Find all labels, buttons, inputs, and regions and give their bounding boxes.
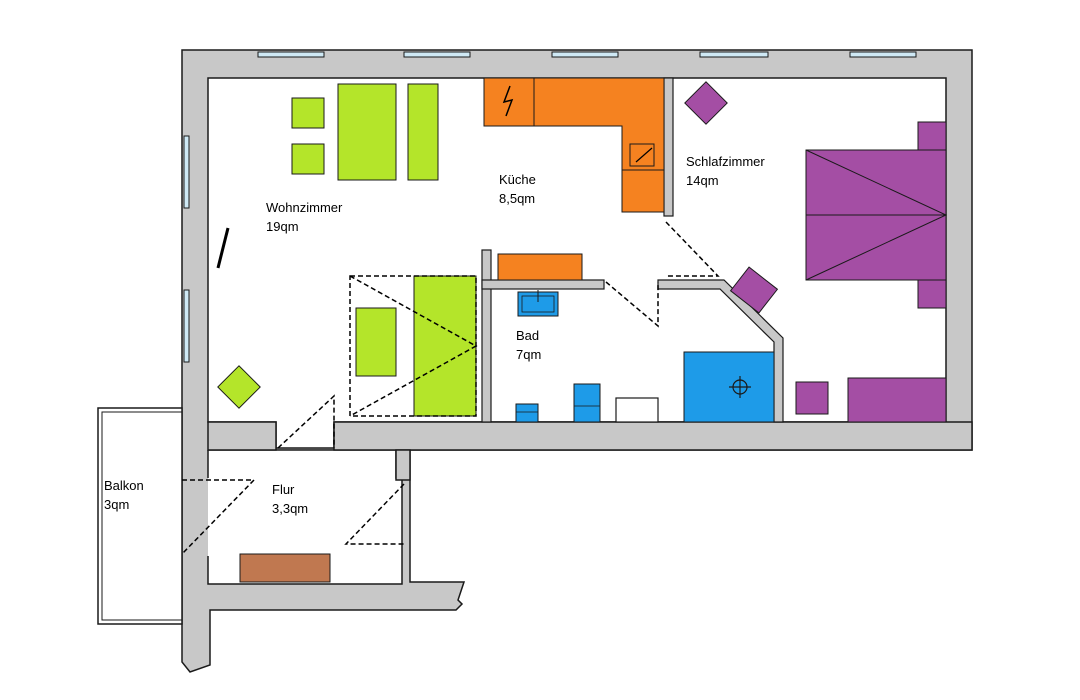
kueche-label: Küche — [499, 172, 536, 187]
door-balcony — [181, 479, 256, 555]
bath-toilet — [573, 383, 601, 423]
door-hall-east — [344, 483, 405, 545]
bedroom-dresser — [847, 377, 947, 423]
living-table — [337, 83, 397, 181]
bedroom-chair-door — [729, 266, 779, 314]
bedroom-side-table-bottom — [917, 277, 947, 309]
windows — [183, 51, 917, 363]
wall-living-hall-left — [207, 421, 277, 451]
balkon-area: 3qm — [104, 497, 129, 512]
schlafzimmer-area: 14qm — [686, 173, 719, 188]
balcony-outline — [97, 407, 183, 625]
wall-living-hall-right — [333, 421, 973, 451]
wall-bath-north-left — [481, 279, 605, 290]
bath-pillar — [615, 397, 659, 423]
schlafzimmer-label: Schlafzimmer — [686, 154, 765, 169]
kitchen-counter — [483, 77, 665, 213]
balkon-label: Balkon — [104, 478, 144, 493]
window-top-4 — [699, 51, 769, 58]
window-top-5 — [849, 51, 917, 58]
bedroom-side-table-top — [917, 121, 947, 153]
hallway-wall-lines — [207, 449, 410, 585]
door-kitchen-bedroom — [665, 221, 720, 277]
door-bath — [605, 281, 659, 328]
bath-bidet — [515, 403, 539, 423]
balcony-inner-outline — [101, 411, 183, 621]
living-left-door-marker — [216, 227, 230, 269]
kitchen-sink — [629, 143, 655, 167]
window-top-3 — [551, 51, 619, 58]
kitchen-bath-cabinet — [497, 253, 583, 281]
kitchen-sink-tap-icon — [635, 147, 653, 163]
kueche-area: 8,5qm — [499, 191, 535, 206]
bath-shower-drain-icon — [729, 376, 751, 398]
bedroom-bed-lines — [805, 149, 948, 281]
flur-area: 3,3qm — [272, 501, 308, 516]
bad-label: Bad — [516, 328, 539, 343]
wohnzimmer-area: 19qm — [266, 219, 299, 234]
bath-shower — [683, 351, 775, 423]
living-sofa — [413, 275, 477, 417]
hallway-sideboard — [239, 553, 331, 583]
window-left-2 — [183, 289, 190, 363]
window-top-1 — [257, 51, 325, 58]
wall-hall-stub — [395, 449, 411, 481]
living-plant — [217, 365, 261, 409]
flur-label: Flur — [272, 482, 295, 497]
door-living-hall — [277, 394, 335, 449]
window-left-1 — [183, 135, 190, 209]
wohnzimmer-label: Wohnzimmer — [266, 200, 343, 215]
living-chair-1 — [291, 97, 325, 129]
kitchen-furniture — [483, 77, 665, 281]
sofabed-dashed-diagonal — [349, 275, 478, 417]
bad-area: 7qm — [516, 347, 541, 362]
window-top-2 — [403, 51, 471, 58]
living-chair-2 — [291, 143, 325, 175]
bedroom-chair-top — [684, 81, 728, 125]
door-swings — [181, 221, 720, 555]
kitchen-stove-bolt-icon — [502, 85, 514, 117]
living-sofabed-outline — [349, 275, 478, 417]
living-sideboard — [407, 83, 439, 181]
bedroom-stool — [795, 381, 829, 415]
wall-kitchen-bedroom — [663, 77, 674, 217]
wall-bath-west — [481, 249, 492, 423]
living-cushion — [355, 307, 397, 377]
living-furniture — [217, 83, 477, 417]
